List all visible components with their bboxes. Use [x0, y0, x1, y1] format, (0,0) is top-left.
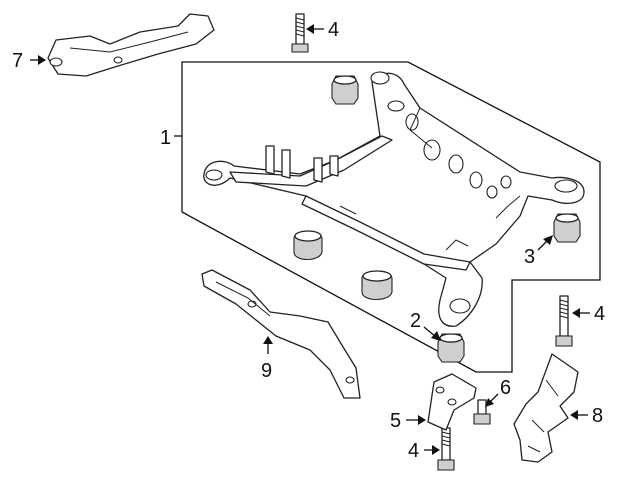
callout-6: 6: [500, 377, 511, 399]
bushing-2: [437, 333, 465, 363]
callout-1: 1: [160, 127, 171, 149]
arrow-9: [263, 336, 273, 344]
callout-7: 7: [12, 50, 23, 72]
arrow-8: [570, 410, 578, 420]
shield-9: [201, 269, 361, 399]
subframe: [203, 71, 585, 327]
callout-5: 5: [390, 410, 401, 432]
callout-3: 3: [524, 246, 535, 268]
arrow-6: [485, 398, 494, 407]
bushing-3: [553, 213, 581, 243]
arrow-2: [431, 331, 441, 341]
arrow-3: [543, 235, 553, 245]
callout-2: 2: [410, 310, 421, 332]
arrow-4-top: [306, 24, 314, 34]
leader-6: [489, 393, 499, 403]
arrow-4-right: [572, 308, 580, 318]
arrow-4-bottom: [432, 445, 440, 455]
bolt-4-right: [555, 295, 573, 347]
callout-8: 8: [592, 405, 603, 427]
callout-9: 9: [261, 360, 272, 382]
bolt-4-bottom: [437, 427, 455, 471]
mount-isolator-top: [331, 75, 359, 105]
bolt-6: [473, 399, 491, 425]
arrow-5: [418, 415, 426, 425]
callout-4-top: 4: [328, 19, 339, 41]
mount-isolator-left: [293, 230, 323, 261]
shield-8: [513, 353, 579, 463]
mount-isolator-lower: [361, 270, 393, 301]
bracket-5: [427, 373, 477, 431]
callout-4-bottom: 4: [408, 440, 419, 462]
brace-7: [47, 13, 215, 77]
arrow-7: [38, 55, 46, 65]
bolt-4-top: [291, 13, 309, 53]
callout-4-right: 4: [594, 303, 605, 325]
subframe-group-outline: [181, 61, 601, 373]
